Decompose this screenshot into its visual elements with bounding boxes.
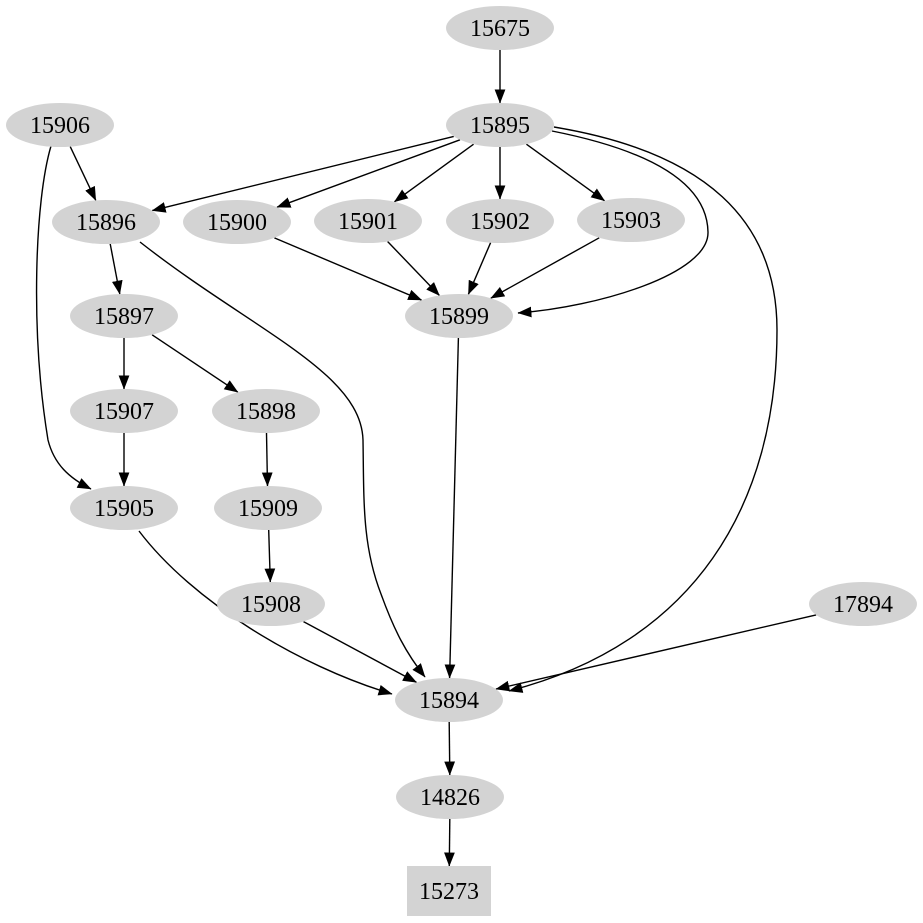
node-label: 15907 bbox=[94, 399, 154, 425]
graph-node-15675: 15675 bbox=[446, 6, 554, 50]
edge-15895-to-15903 bbox=[525, 143, 606, 202]
graph-node-15903: 15903 bbox=[577, 198, 685, 242]
graph-node-14826: 14826 bbox=[396, 775, 504, 819]
node-shape-ellipse bbox=[212, 389, 320, 433]
edge-14826-to-15273 bbox=[444, 818, 455, 867]
node-label: 15894 bbox=[419, 688, 479, 714]
graph-node-15900: 15900 bbox=[183, 200, 291, 244]
node-label: 15675 bbox=[470, 16, 530, 42]
node-shape-ellipse bbox=[405, 294, 513, 338]
edge-15908-to-15894 bbox=[303, 620, 417, 684]
node-label: 17894 bbox=[833, 592, 893, 618]
node-label: 15906 bbox=[30, 113, 90, 139]
edge-15905-to-15894 bbox=[138, 530, 393, 696]
node-label: 15273 bbox=[419, 879, 479, 905]
node-label: 15897 bbox=[94, 304, 154, 330]
node-label: 15902 bbox=[470, 209, 530, 235]
node-shape-ellipse bbox=[446, 199, 554, 243]
graph-node-15896: 15896 bbox=[52, 200, 160, 244]
graph-node-15898: 15898 bbox=[212, 389, 320, 433]
nodes-layer: 15675 15895 15906 15896 15900 15901 15902 15903… bbox=[6, 6, 917, 916]
node-label: 15896 bbox=[76, 210, 136, 236]
graph-node-15909: 15909 bbox=[214, 486, 322, 530]
graph-node-17894: 17894 bbox=[809, 582, 917, 626]
edge-15902-to-15899 bbox=[467, 242, 492, 295]
graph-node-15906: 15906 bbox=[6, 103, 114, 147]
edge-15896-to-15894 bbox=[139, 241, 426, 678]
edge-15895-to-15899 bbox=[517, 130, 709, 318]
node-shape-ellipse bbox=[70, 486, 178, 530]
edge-15900-to-15899 bbox=[274, 237, 423, 301]
graph-node-15908: 15908 bbox=[217, 582, 325, 626]
node-shape-ellipse bbox=[396, 775, 504, 819]
graph-node-15907: 15907 bbox=[70, 389, 178, 433]
node-shape-ellipse bbox=[314, 199, 422, 243]
node-label: 15903 bbox=[601, 208, 661, 234]
node-shape-ellipse bbox=[446, 103, 554, 147]
graph-node-15897: 15897 bbox=[70, 294, 178, 338]
edge-15903-to-15899 bbox=[490, 237, 600, 299]
node-shape-ellipse bbox=[809, 582, 917, 626]
node-label: 15905 bbox=[94, 496, 154, 522]
node-shape-ellipse bbox=[6, 103, 114, 147]
edge-15895-to-15901 bbox=[393, 143, 475, 203]
node-shape-ellipse bbox=[183, 200, 291, 244]
edge-15901-to-15899 bbox=[387, 241, 440, 296]
graph-node-15899: 15899 bbox=[405, 294, 513, 338]
edge-15906-to-15905 bbox=[35, 145, 92, 490]
graph-node-15902: 15902 bbox=[446, 199, 554, 243]
node-shape-box bbox=[407, 866, 491, 916]
edge-15895-to-15900 bbox=[276, 139, 461, 208]
node-label: 15901 bbox=[338, 209, 398, 235]
node-shape-ellipse bbox=[52, 200, 160, 244]
graph-node-15273: 15273 bbox=[407, 866, 491, 916]
node-label: 15909 bbox=[238, 496, 298, 522]
edge-15896-to-15897 bbox=[109, 243, 123, 295]
node-shape-ellipse bbox=[70, 294, 178, 338]
graph-node-15901: 15901 bbox=[314, 199, 422, 243]
node-label: 15895 bbox=[470, 113, 530, 139]
edge-15897-to-15898 bbox=[151, 334, 239, 393]
graph-node-15895: 15895 bbox=[446, 103, 554, 147]
edge-15898-to-15909 bbox=[261, 432, 273, 487]
edge-15909-to-15908 bbox=[264, 529, 276, 583]
node-label: 15899 bbox=[429, 304, 489, 330]
graph-node-15905: 15905 bbox=[70, 486, 178, 530]
edge-15894-to-14826 bbox=[444, 721, 456, 776]
node-label: 15898 bbox=[236, 399, 296, 425]
edge-15899-to-15894 bbox=[444, 337, 460, 679]
edge-15895-to-15896 bbox=[151, 135, 454, 213]
edge-15895-to-15894 bbox=[508, 126, 778, 693]
node-shape-ellipse bbox=[70, 389, 178, 433]
node-label: 15900 bbox=[207, 210, 267, 236]
node-shape-ellipse bbox=[577, 198, 685, 242]
node-shape-ellipse bbox=[446, 6, 554, 50]
node-label: 14826 bbox=[420, 785, 480, 811]
edge-15906-to-15896 bbox=[69, 146, 97, 201]
edge-17894-to-15894 bbox=[495, 614, 817, 692]
graph-node-15894: 15894 bbox=[395, 678, 503, 722]
edges-layer bbox=[35, 50, 817, 867]
node-shape-ellipse bbox=[395, 678, 503, 722]
node-label: 15908 bbox=[241, 592, 301, 618]
node-shape-ellipse bbox=[217, 582, 325, 626]
node-shape-ellipse bbox=[214, 486, 322, 530]
